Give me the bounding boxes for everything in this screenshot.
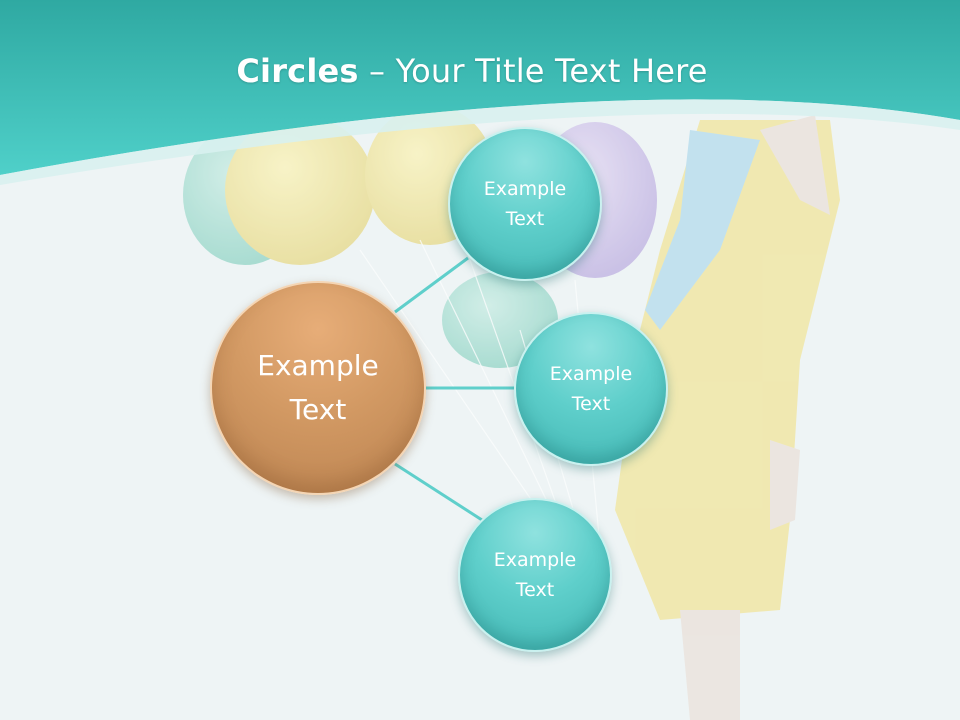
figure-illustration <box>615 115 840 720</box>
title-bold: Circles <box>236 52 359 90</box>
center-circle[interactable]: Example Text <box>210 281 426 495</box>
node-circle-top[interactable]: Example Text <box>448 127 602 281</box>
node-circle-middle[interactable]: Example Text <box>514 312 668 466</box>
node-circle-bottom[interactable]: Example Text <box>458 498 612 652</box>
header-band <box>0 0 960 175</box>
connector-line <box>394 462 483 522</box>
title-rest: – Your Title Text Here <box>358 52 708 90</box>
node-circle-label: Example Text <box>493 549 577 601</box>
node-circle-label: Example Text <box>483 178 567 230</box>
page-title: Circles – Your Title Text Here <box>0 52 944 90</box>
node-circle-label: Example Text <box>549 363 633 415</box>
connector-line <box>394 256 469 314</box>
center-circle-label: Example Text <box>257 349 379 426</box>
